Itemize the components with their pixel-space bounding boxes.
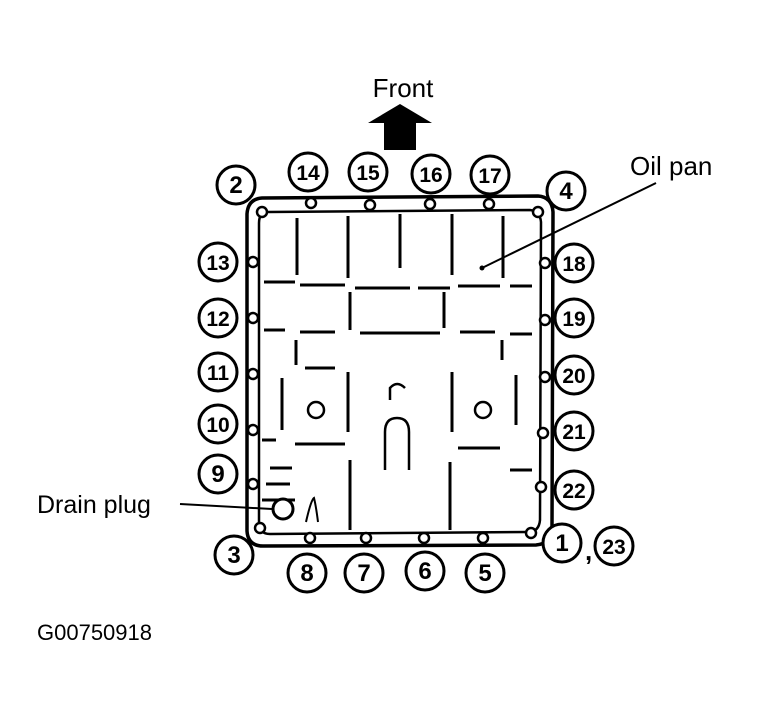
bolt-callout-5: 5	[464, 552, 506, 594]
bolt-callout-20: 20	[553, 354, 595, 396]
oil-pan-label: Oil pan	[630, 151, 712, 181]
bolt-callout-circle	[215, 164, 257, 206]
bolt-callout-number: 2	[229, 172, 242, 199]
bolt-callout-number: 22	[562, 480, 585, 503]
bolt-callout-number: 9	[211, 461, 224, 488]
bolt-callout-circle	[553, 297, 595, 339]
oil-pan-ribs	[262, 214, 532, 530]
bolt-callout-15: 15	[347, 151, 389, 193]
bolt-callout-number: 21	[562, 421, 586, 444]
bolt-callout-number: 6	[418, 558, 431, 585]
bolt-callout-number: 5	[478, 560, 491, 587]
bolt-callout-14: 14	[287, 151, 329, 193]
bolt-callout-circle	[197, 403, 239, 445]
bolt-callout-4: 4	[545, 170, 587, 212]
bolt-callout-circle	[213, 534, 255, 576]
comma-separator: ,	[585, 536, 592, 566]
bolt-callout-17: 17	[469, 154, 511, 196]
bolt-callout-11: 11	[197, 351, 239, 393]
figure-id: G00750918	[37, 620, 152, 645]
bolt-callout-number: 20	[562, 365, 585, 388]
bolt-callout-number: 12	[206, 308, 229, 331]
bolt-callout-circle	[553, 410, 595, 452]
bolt-callout-circle	[343, 552, 385, 594]
bolt-callout-number: 14	[296, 162, 320, 185]
bolt-callout-circle	[553, 242, 595, 284]
bolt-callout-circle	[197, 297, 239, 339]
bolt-callout-circle	[553, 469, 595, 511]
bolt-callout-circle	[464, 552, 506, 594]
front-arrow-icon	[368, 104, 432, 150]
bolt-callout-number: 19	[562, 308, 585, 331]
oil-pan-hole-left	[306, 400, 326, 420]
bolt-callout-number: 8	[300, 560, 313, 587]
bolt-callout-circle	[404, 550, 446, 592]
bolt-callout-8: 8	[286, 552, 328, 594]
bolt-callout-circle	[197, 453, 239, 495]
bolt-callout-2: 2	[215, 164, 257, 206]
bolt-callout-number: 18	[562, 253, 586, 276]
bolt-callout-19: 19	[553, 297, 595, 339]
bolt-callout-number: 1	[555, 530, 568, 557]
bolt-callout-number: 3	[227, 542, 240, 569]
oil-pan	[245, 194, 555, 548]
bolt-callout-number: 10	[206, 414, 229, 437]
bolt-callout-number: 17	[478, 165, 501, 188]
bolt-callout-circle	[286, 552, 328, 594]
bolt-callout-3: 3	[213, 534, 255, 576]
drain-plug	[271, 497, 295, 521]
bolt-callout-number: 4	[559, 178, 573, 205]
bolt-callout-circle	[287, 151, 329, 193]
bolt-callout-circle	[553, 354, 595, 396]
bolt-callout-number: 23	[602, 536, 625, 559]
bolt-callout-7: 7	[343, 552, 385, 594]
bolt-callout-circle	[469, 154, 511, 196]
bolt-callout-number: 11	[207, 362, 230, 385]
drain-plug-leader-line	[179, 503, 273, 510]
bolt-holes	[246, 196, 552, 545]
drain-plug-label: Drain plug	[37, 491, 151, 519]
bolt-callout-21: 21	[553, 410, 595, 452]
oil-pan-leader-line	[481, 182, 657, 269]
bolt-callout-circle	[410, 153, 452, 195]
bolt-callout-9: 9	[197, 453, 239, 495]
oil-pan-center-slot	[383, 416, 411, 470]
bolt-callout-circle	[545, 170, 587, 212]
bolt-callout-circle	[197, 241, 239, 283]
bolt-callout-10: 10	[197, 403, 239, 445]
drain-tab	[305, 496, 319, 523]
bolt-callout-circle	[197, 351, 239, 393]
bolt-callout-13: 13	[197, 241, 239, 283]
oil-pan-leader-dot	[479, 265, 485, 271]
bolt-callout-18: 18	[553, 242, 595, 284]
bolt-callout-1: 1	[541, 522, 583, 564]
bolt-callout-number: 7	[357, 560, 370, 587]
oil-pan-hole-right	[473, 400, 493, 420]
bolt-callout-number: 16	[419, 164, 442, 187]
front-label: Front	[373, 73, 434, 103]
bolt-callout-circle	[593, 525, 635, 567]
bolt-callout-12: 12	[197, 297, 239, 339]
oil-pan-center-hook	[388, 382, 406, 400]
bolt-callout-22: 22	[553, 469, 595, 511]
bolt-callout-number: 13	[206, 252, 229, 275]
bolt-callout-6: 6	[404, 550, 446, 592]
bolt-callout-circle	[347, 151, 389, 193]
bolt-callout-23: 23	[593, 525, 635, 567]
bolt-callout-16: 16	[410, 153, 452, 195]
bolt-callout-number: 15	[356, 162, 380, 185]
bolt-callout-circle	[541, 522, 583, 564]
